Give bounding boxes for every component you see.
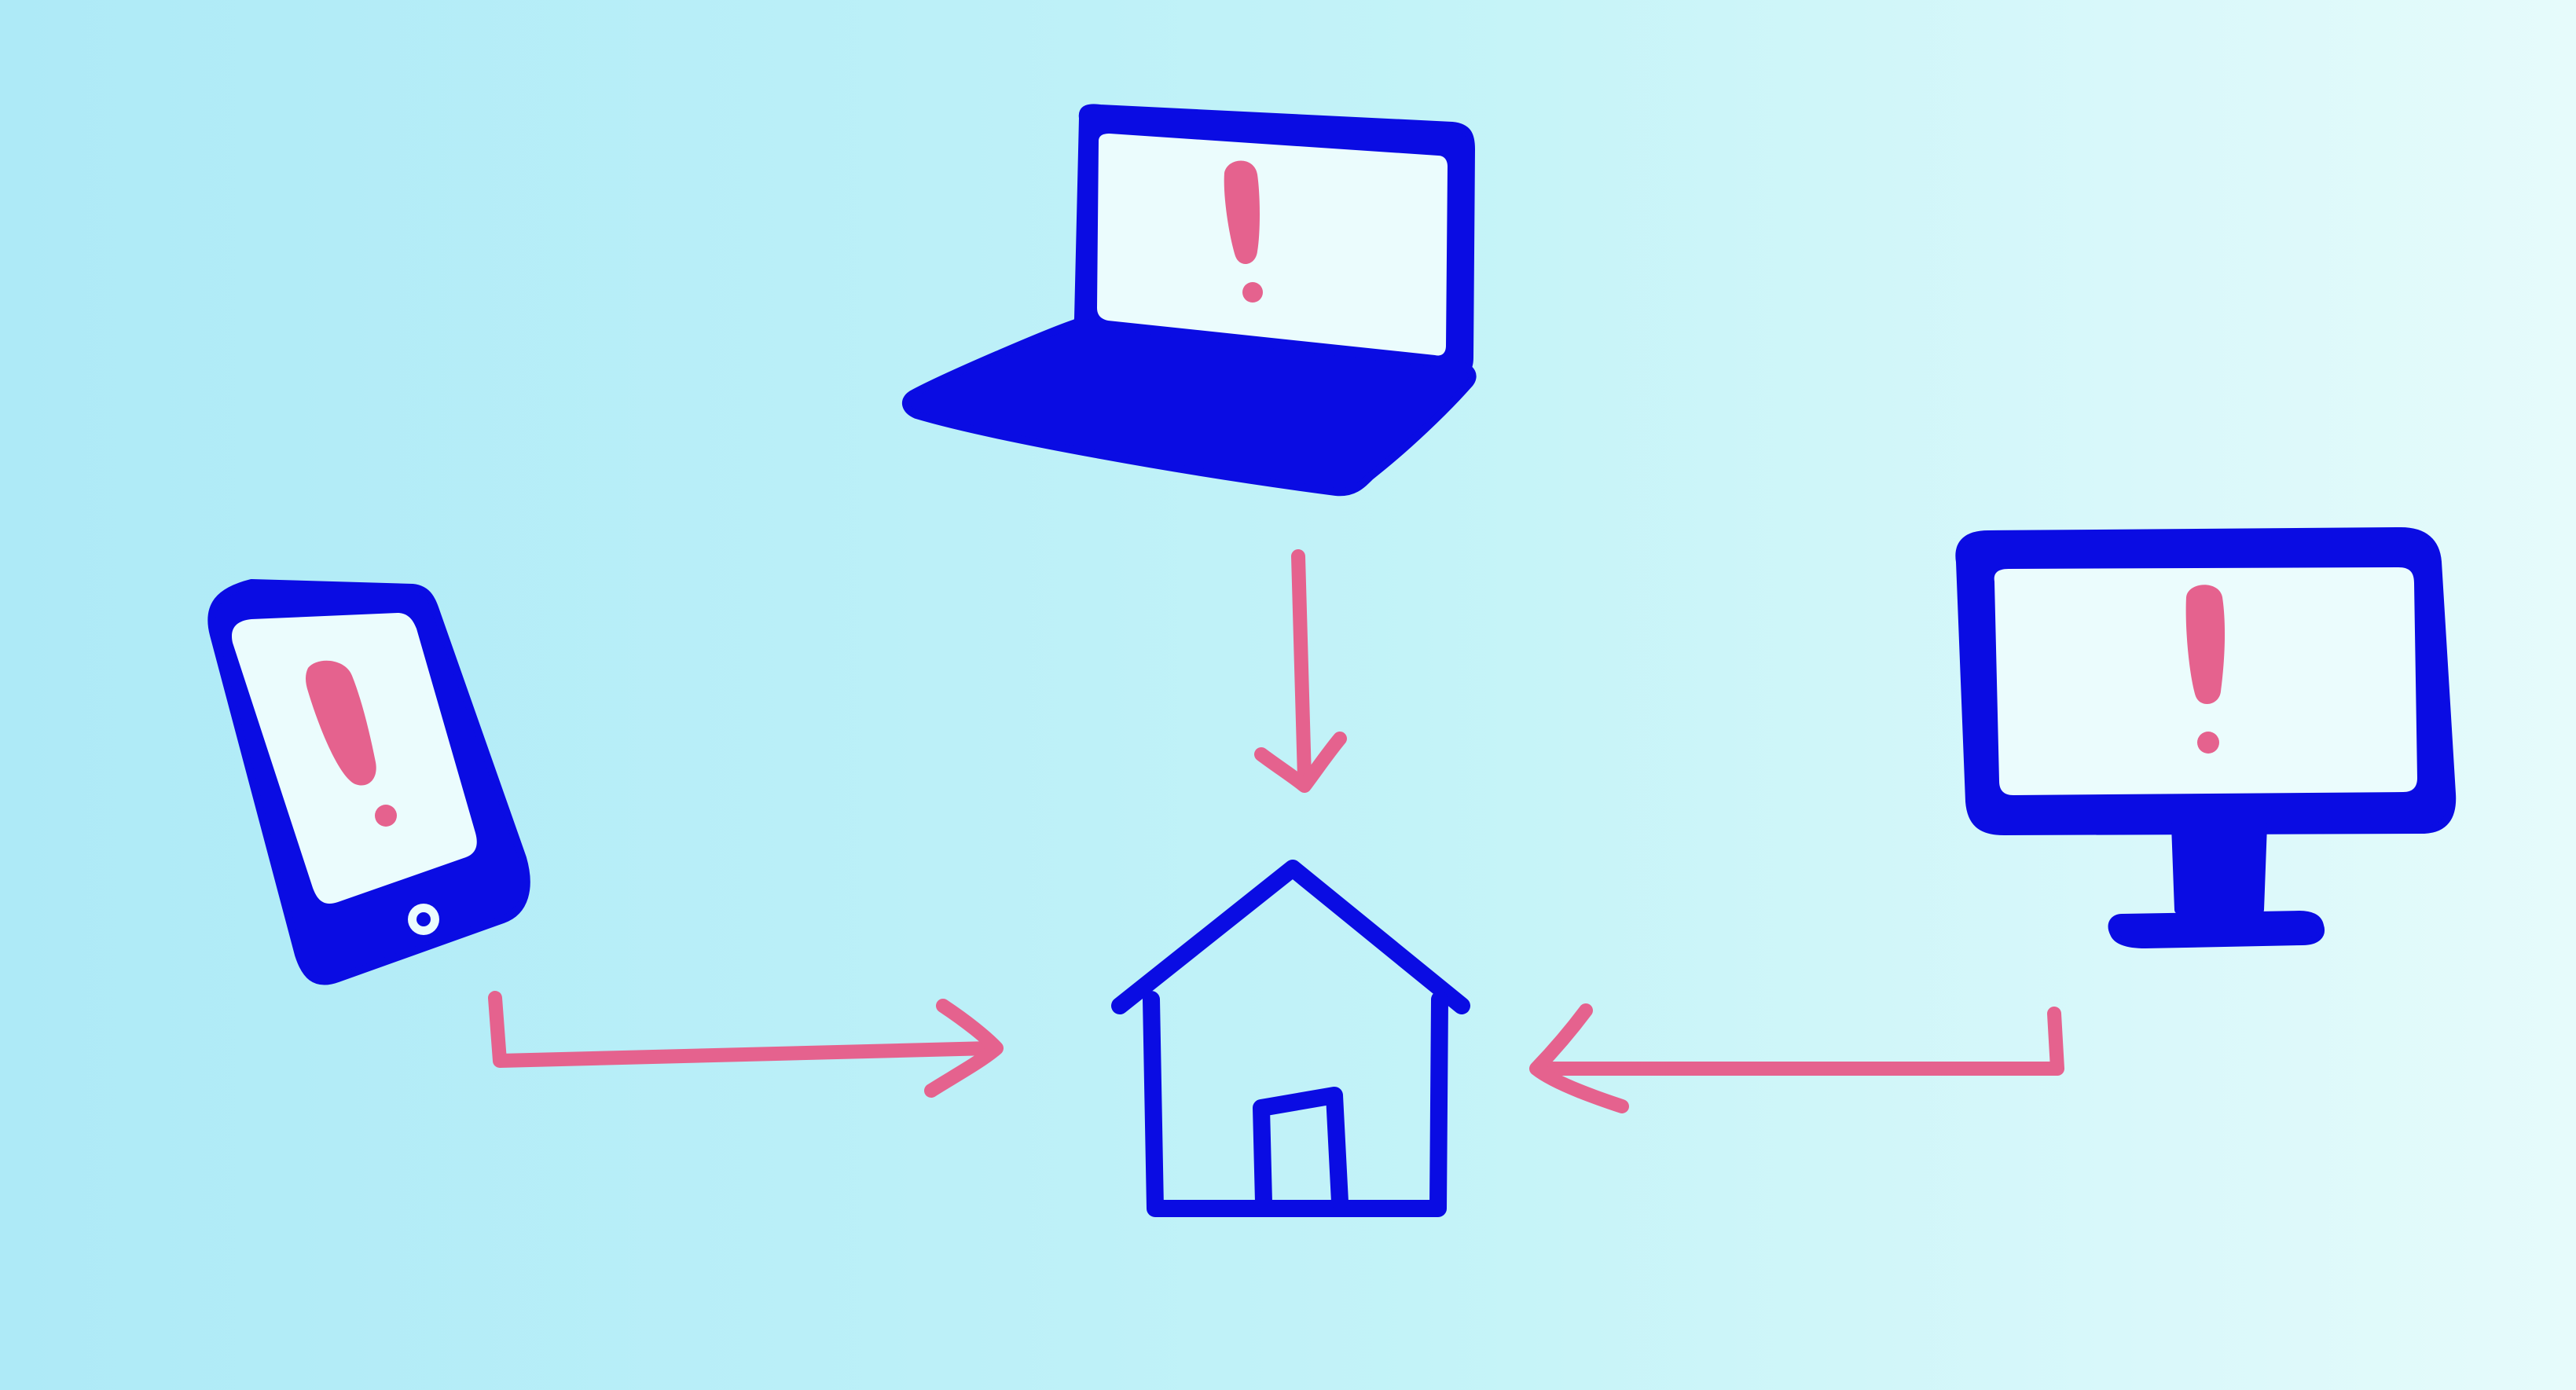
- phone-alert-icon: [306, 660, 397, 827]
- house-walls: [1143, 991, 1448, 1217]
- laptop-base: [901, 318, 1477, 497]
- monitor-alert-icon: [2185, 585, 2226, 754]
- monitor-stand-neck: [2171, 821, 2267, 914]
- house-roof: [1111, 860, 1470, 1014]
- laptop-alert-icon: [1224, 160, 1263, 303]
- house-door: [1253, 1087, 1349, 1211]
- monitor-stand-base: [2108, 911, 2325, 948]
- house-icon: [1111, 860, 1470, 1217]
- arrow-down-icon: [1254, 549, 1347, 793]
- arrow-right-icon: [488, 991, 1004, 1098]
- phone-home-button-center: [416, 912, 431, 926]
- arrow-left-icon: [1529, 1003, 2064, 1113]
- smartphone-icon: [207, 579, 530, 985]
- laptop-icon: [901, 104, 1477, 497]
- desktop-monitor-icon: [1955, 527, 2457, 948]
- laptop-screen: [1097, 134, 1448, 356]
